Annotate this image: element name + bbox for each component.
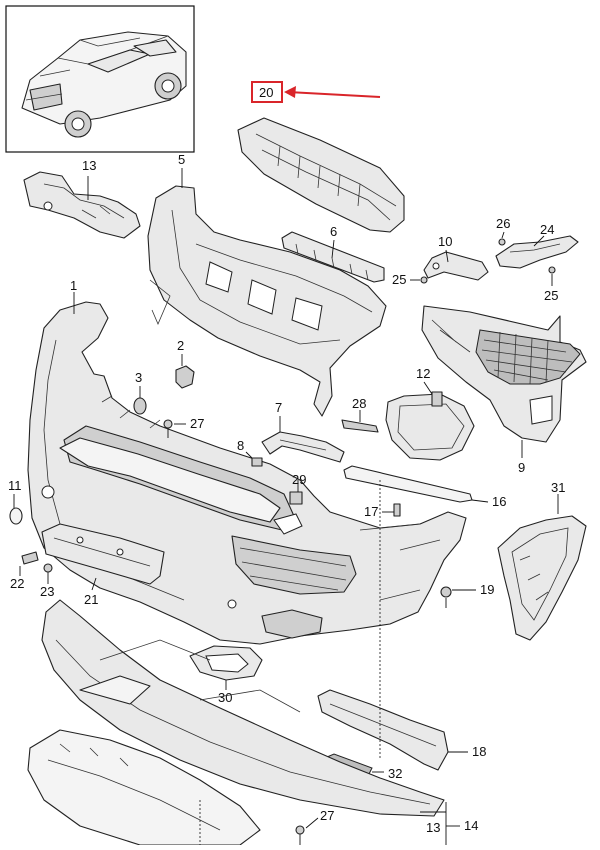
callout-20: 20 [259,85,273,100]
callout-14: 14 [464,818,478,833]
part-7-bracket: 7 [261,400,345,463]
callout-5: 5 [178,152,185,167]
callout-8: 8 [237,438,244,453]
part-20-absorber: 20 [237,81,405,233]
callout-27-bottom: 27 [320,808,334,823]
callout-13-top: 13 [82,158,96,173]
callout-19: 19 [480,582,494,597]
callout-12: 12 [416,366,430,381]
callout-26: 26 [496,216,510,231]
callout-9: 9 [518,460,525,475]
part-14-underbody-panel: 13 14 [27,480,478,846]
callout-24: 24 [540,222,554,237]
callout-22: 22 [10,576,24,591]
callout-17: 17 [364,504,378,519]
part-30-bezel: 30 [189,645,263,705]
callout-20-arrow [287,91,381,98]
callout-18: 18 [472,744,486,759]
callout-27-top: 27 [190,416,204,431]
part-22-screw: 22 [10,551,39,591]
callout-29: 29 [292,472,306,487]
callout-13-bottom: 13 [426,820,440,835]
part-18-lower-trim: 18 [317,689,486,771]
callout-3: 3 [135,370,142,385]
part-27-screw-top: 27 [163,416,204,438]
part-9-grille: 9 [421,305,587,475]
part-21-plate-holder: 21 [41,523,165,607]
vehicle-thumbnail [5,5,195,153]
callout-6: 6 [330,224,337,239]
part-3-grommet: 3 [133,370,147,415]
callout-25-left: 25 [392,272,406,287]
part-24-bracket: 26 24 25 [495,216,579,303]
part-13-spoiler [41,599,445,817]
callout-28: 28 [352,396,366,411]
callout-11: 11 [8,478,22,493]
part-8-clip: 8 [237,438,263,467]
callout-23: 23 [40,584,54,599]
part-6-strip: 6 [281,224,385,283]
callout-25-right: 25 [544,288,558,303]
part-28-strip: 28 [341,396,379,433]
callout-2: 2 [177,338,184,353]
callout-20-box [251,81,283,103]
part-19-screw: 19 [440,582,494,608]
part-10-bracket: 10 25 [392,234,489,287]
callout-30: 30 [218,690,232,705]
part-29-clip: 29 [289,472,306,505]
part-27-screw-bottom: 27 [295,808,334,845]
callout-20-arrowhead [284,86,296,98]
part-2-clip: 2 [175,338,195,389]
callout-21: 21 [84,592,98,607]
callout-31: 31 [551,480,565,495]
part-11-cap: 11 [8,478,23,525]
part-23-screw: 23 [40,563,54,599]
part-31-side-bracket: 31 [497,480,587,641]
part-13-bracket: 13 [23,158,141,239]
callout-1: 1 [70,278,77,293]
callout-10: 10 [438,234,452,249]
part-5-carrier: 5 [147,152,387,417]
callout-7: 7 [275,400,282,415]
callout-16: 16 [492,494,506,509]
part-17-clip: 17 [364,503,401,519]
part-12-housing: 12 [385,366,475,461]
callout-32: 32 [388,766,402,781]
part-16-trim-strip: 16 [343,465,506,509]
